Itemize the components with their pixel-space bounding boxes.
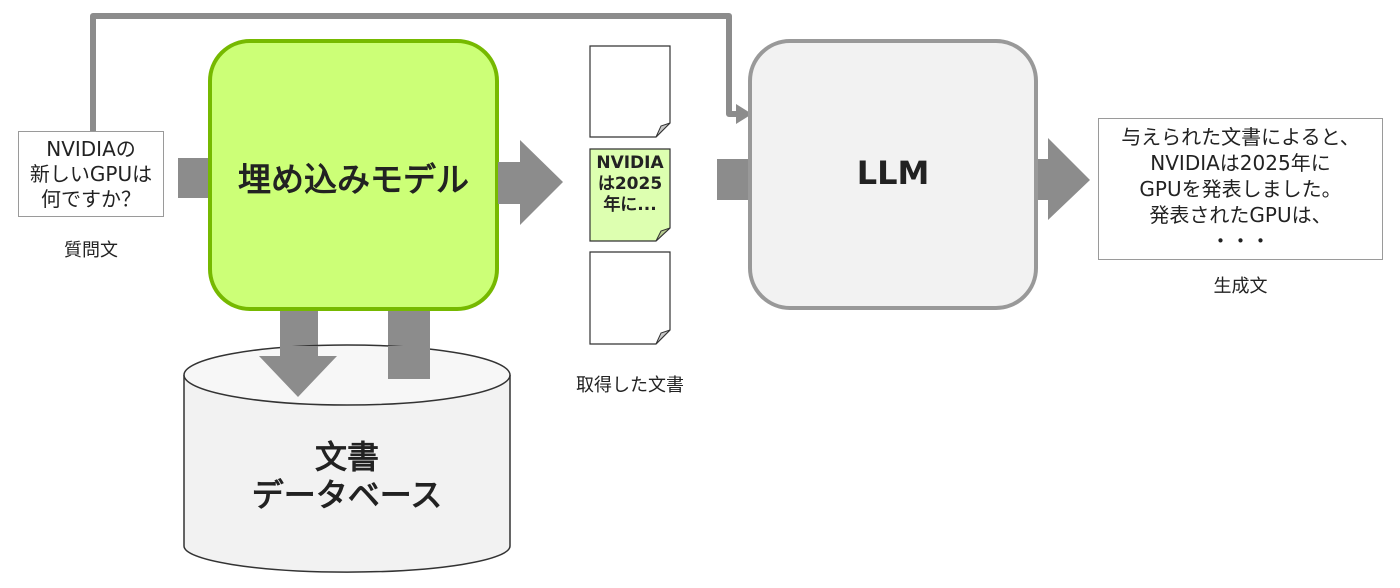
- highlighted-doc-text: NVIDIA は2025 年に...: [590, 153, 670, 216]
- question-to-embed-arrow: [178, 158, 210, 198]
- embedding-model-box: [208, 39, 499, 311]
- embedding-model-label: 埋め込みモデル: [238, 160, 469, 199]
- doc-text-line-3: 年に...: [603, 195, 657, 215]
- question-box: NVIDIAの 新しいGPUは 何ですか？: [18, 131, 164, 217]
- retrieved-doc-1: [589, 45, 671, 138]
- answer-caption: 生成文: [1213, 276, 1268, 297]
- llm-to-answer-arrow: [1038, 138, 1090, 220]
- llm-label: LLM: [856, 154, 930, 192]
- question-line-1: NVIDIAの: [46, 136, 136, 161]
- db-to-embed-arrow-base: [388, 346, 430, 379]
- embed-to-docs-arrow: [498, 140, 563, 225]
- llm-box: [748, 39, 1038, 310]
- database-label-line-2: データベース: [251, 476, 443, 514]
- retrieved-doc-3: [589, 251, 671, 345]
- retrieved-doc-2-highlighted: [589, 148, 671, 242]
- retrieved-docs-caption: 取得した文書: [576, 375, 684, 396]
- answer-line-4: 発表されたGPUは、: [1149, 203, 1332, 227]
- answer-line-3: GPUを発表しました。: [1139, 177, 1342, 201]
- answer-line-1: 与えられた文書によると、: [1121, 125, 1360, 149]
- database-label-line-1: 文書: [314, 438, 379, 476]
- doc-text-line-2: は2025: [597, 174, 663, 194]
- answer-line-2: NVIDIAは2025年に: [1150, 151, 1331, 175]
- docs-to-llm-arrow: [717, 159, 752, 200]
- question-line-2: 新しいGPUは: [29, 161, 153, 186]
- embed-to-db-arrowhead: [259, 346, 337, 397]
- bypass-connector: [90, 13, 742, 131]
- answer-line-5: ・・・: [1210, 229, 1271, 253]
- question-line-3: 何ですか？: [41, 186, 141, 211]
- bypass-arrowhead: [736, 104, 752, 124]
- question-caption: 質問文: [64, 240, 118, 261]
- database-label: 文書 データベース: [184, 438, 510, 514]
- answer-box: 与えられた文書によると、 NVIDIAは2025年に GPUを発表しました。 発…: [1098, 118, 1383, 260]
- doc-text-line-1: NVIDIA: [596, 153, 664, 173]
